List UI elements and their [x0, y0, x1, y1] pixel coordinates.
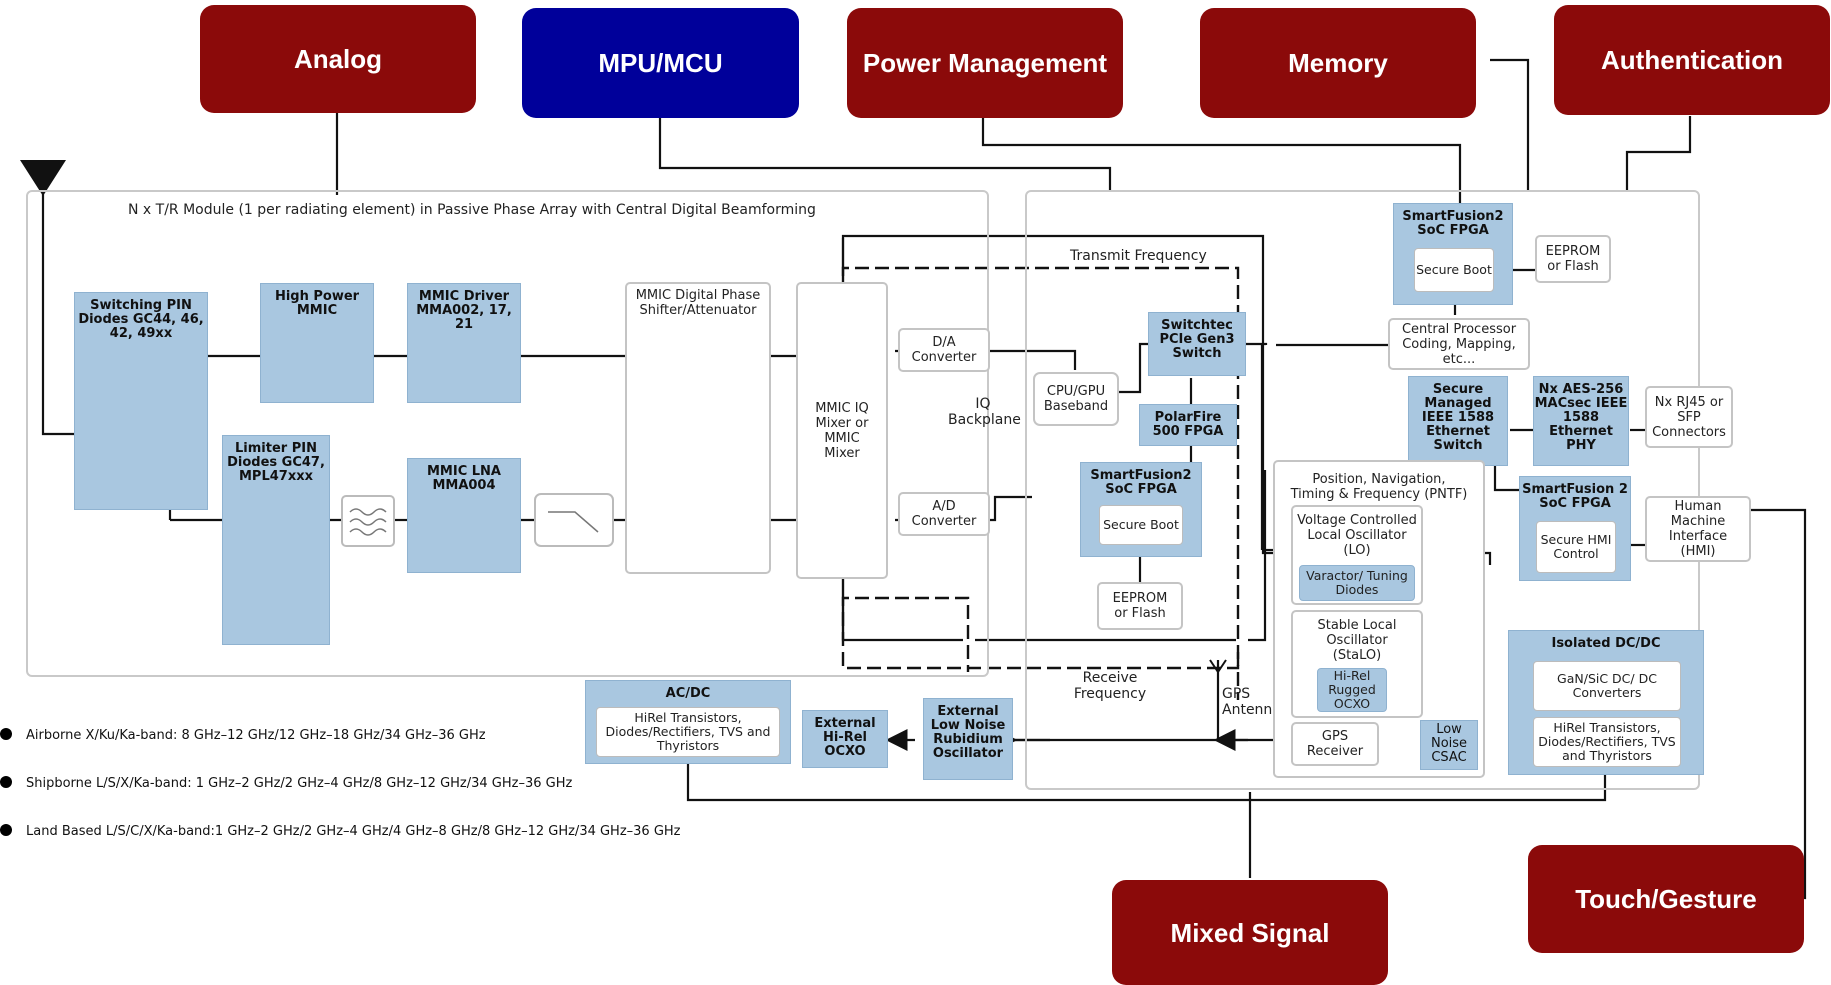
vclo-block: Voltage Controlled Local Oscillator (LO)…: [1291, 505, 1423, 605]
mmic-lna: MMIC LNA MMA004: [407, 458, 521, 573]
macsec-phy-label: Nx AES-256 MACsec IEEE 1588 Ethernet PHY: [1534, 382, 1628, 453]
category-mpu-mcu[interactable]: MPU/MCU: [522, 8, 799, 118]
sf2-center-label: SmartFusion2 SoC FPGA: [1090, 468, 1192, 497]
cpu-gpu-baseband: CPU/GPU Baseband: [1033, 372, 1119, 426]
iq-backplane-label: IQ Backplane: [948, 396, 1021, 428]
high-power-mmic: High Power MMIC: [260, 283, 374, 403]
antenna-icon: [20, 160, 66, 196]
category-authentication[interactable]: Authentication: [1554, 5, 1830, 115]
csac-label: Low Noise CSAC: [1430, 722, 1468, 765]
ad-converter-label: A/D Converter: [911, 499, 977, 529]
smartfusion2-top: SmartFusion2 SoC FPGA Secure Boot: [1393, 203, 1513, 305]
bullet-icon: [0, 728, 12, 740]
band-airborne-text: Airborne X/Ku/Ka-band: 8 GHz–12 GHz/12 G…: [26, 728, 486, 743]
secure-boot-center: Secure Boot: [1099, 505, 1183, 545]
module-title: N x T/R Module (1 per radiating element)…: [128, 202, 816, 218]
category-touch-gesture[interactable]: Touch/Gesture: [1528, 845, 1804, 953]
polarfire-fpga: PolarFire 500 FPGA: [1139, 404, 1237, 446]
ad-converter: A/D Converter: [898, 492, 990, 536]
acdc-label: AC/DC: [665, 686, 711, 701]
pntf-label: Position, Navigation, Timing & Frequency…: [1290, 472, 1468, 502]
external-ocxo: External Hi-Rel OCXO: [802, 710, 888, 768]
phase-shifter-label: MMIC Digital Phase Shifter/Attenuator: [635, 288, 761, 318]
hmi-label: Human Machine Interface (HMI): [1668, 499, 1728, 559]
secure-hmi-control: Secure HMI Control: [1536, 521, 1616, 573]
category-power-management[interactable]: Power Management: [847, 8, 1123, 118]
bullet-icon: [0, 776, 12, 788]
da-converter-label: D/A Converter: [911, 335, 977, 365]
switching-pin-diodes: Switching PIN Diodes GC44, 46, 42, 49xx: [74, 292, 208, 510]
iq-mixer: MMIC IQ Mixer or MMIC Mixer: [796, 282, 888, 579]
secure-boot-top: Secure Boot: [1414, 248, 1494, 292]
low-noise-csac: Low Noise CSAC: [1420, 720, 1478, 770]
band-airborne: Airborne X/Ku/Ka-band: 8 GHz–12 GHz/12 G…: [0, 728, 486, 744]
phase-shifter-attenuator: MMIC Digital Phase Shifter/Attenuator: [625, 282, 771, 574]
stalo-block: Stable Local Oscillator (StaLO) Hi-Rel R…: [1291, 610, 1423, 718]
mmic-driver: MMIC Driver MMA002, 17, 21: [407, 283, 521, 403]
band-land: Land Based L/S/C/X/Ka-band:1 GHz–2 GHz/2…: [0, 824, 681, 840]
hmi-box: Human Machine Interface (HMI): [1645, 496, 1751, 562]
rj45-label: Nx RJ45 or SFP Connectors: [1652, 394, 1726, 440]
varactor-diodes: Varactor/ Tuning Diodes: [1299, 565, 1415, 601]
macsec-phy: Nx AES-256 MACsec IEEE 1588 Ethernet PHY: [1533, 376, 1629, 466]
ext-ocxo-label: External Hi-Rel OCXO: [814, 716, 876, 759]
eeprom-top-label: EEPROM or Flash: [1545, 244, 1601, 274]
acdc-block: AC/DC HiRel Transistors, Diodes/Rectifie…: [585, 680, 791, 764]
iq-mixer-label: MMIC IQ Mixer or MMIC Mixer: [815, 400, 869, 461]
limiter-pin-diodes: Limiter PIN Diodes GC47, MPL47xxx: [222, 435, 330, 645]
mmic-lna-label: MMIC LNA MMA004: [426, 464, 501, 493]
band-land-text: Land Based L/S/C/X/Ka-band:1 GHz–2 GHz/2…: [26, 824, 681, 839]
isolated-dcdc-label: Isolated DC/DC: [1551, 636, 1661, 651]
gps-antenna-label: GPS Antenna: [1222, 686, 1281, 718]
switchtec-switch: Switchtec PCIe Gen3 Switch: [1148, 312, 1246, 376]
external-rubidium: External Low Noise Rubidium Oscillator: [923, 698, 1013, 780]
limiter-pin-label: Limiter PIN Diodes GC47, MPL47xxx: [227, 441, 325, 484]
smartfusion2-hmi: SmartFusion 2 SoC FPGA Secure HMI Contro…: [1519, 476, 1631, 581]
isolated-dcdc: Isolated DC/DC GaN/SiC DC/ DC Converters…: [1508, 630, 1704, 775]
ethernet-switch: Secure Managed IEEE 1588 Ethernet Switch: [1408, 376, 1508, 466]
eeprom-top: EEPROM or Flash: [1535, 235, 1611, 283]
sf2-hmi-label: SmartFusion 2 SoC FPGA: [1522, 482, 1628, 511]
gps-receiver-label: GPS Receiver: [1306, 729, 1364, 759]
iso-hirel-transistors: HiRel Transistors, Diodes/Rectifiers, TV…: [1533, 717, 1681, 767]
eeprom-center-label: EEPROM or Flash: [1112, 591, 1168, 621]
switchtec-label: Switchtec PCIe Gen3 Switch: [1159, 318, 1235, 361]
ext-rubidium-label: External Low Noise Rubidium Oscillator: [930, 704, 1006, 761]
gan-sic-converters: GaN/SiC DC/ DC Converters: [1533, 661, 1681, 711]
stalo-label: Stable Local Oscillator (StaLO): [1317, 618, 1397, 663]
mmic-driver-label: MMIC Driver MMA002, 17, 21: [416, 289, 512, 332]
central-processor: Central Processor Coding, Mapping, etc..…: [1388, 318, 1530, 370]
eeprom-center: EEPROM or Flash: [1097, 582, 1183, 630]
central-processor-label: Central Processor Coding, Mapping, etc..…: [1401, 321, 1517, 367]
receive-frequency-label: Receive Frequency: [1073, 670, 1147, 702]
acdc-transistors: HiRel Transistors, Diodes/Rectifiers, TV…: [596, 707, 780, 757]
bullet-icon: [0, 824, 12, 836]
category-analog[interactable]: Analog: [200, 5, 476, 113]
category-mixed-signal[interactable]: Mixed Signal: [1112, 880, 1388, 985]
vclo-label: Voltage Controlled Local Oscillator (LO): [1297, 513, 1417, 558]
category-memory[interactable]: Memory: [1200, 8, 1476, 118]
switching-pin-label: Switching PIN Diodes GC44, 46, 42, 49xx: [78, 298, 204, 341]
cpu-gpu-label: CPU/GPU Baseband: [1043, 384, 1109, 414]
central-processing-frame: [1025, 190, 1700, 790]
transmit-frequency-label: Transmit Frequency: [1070, 248, 1207, 264]
gps-receiver: GPS Receiver: [1291, 722, 1379, 766]
ethernet-switch-label: Secure Managed IEEE 1588 Ethernet Switch: [1421, 382, 1495, 453]
rj45-connectors: Nx RJ45 or SFP Connectors: [1645, 386, 1733, 448]
polarfire-label: PolarFire 500 FPGA: [1152, 410, 1224, 439]
tr-module-frame: [26, 190, 989, 677]
smartfusion2-center: SmartFusion2 SoC FPGA Secure Boot: [1080, 462, 1202, 557]
da-converter: D/A Converter: [898, 328, 990, 372]
band-shipborne-text: Shipborne L/S/X/Ka-band: 1 GHz–2 GHz/2 G…: [26, 776, 573, 791]
hirel-ocxo: Hi-Rel Rugged OCXO: [1317, 668, 1387, 712]
band-shipborne: Shipborne L/S/X/Ka-band: 1 GHz–2 GHz/2 G…: [0, 776, 572, 792]
sf2-top-label: SmartFusion2 SoC FPGA: [1402, 209, 1504, 238]
high-power-label: High Power MMIC: [274, 289, 360, 318]
